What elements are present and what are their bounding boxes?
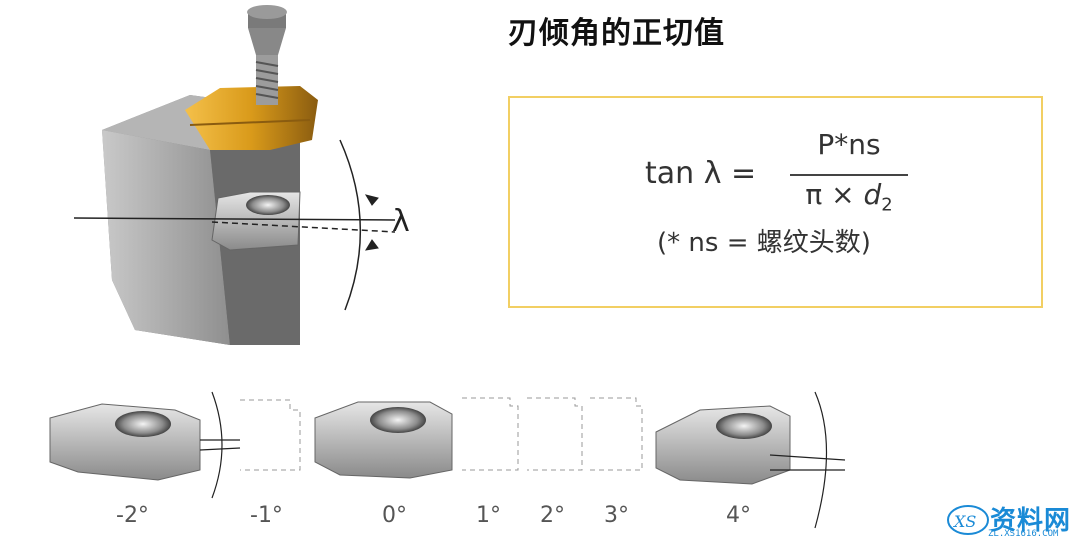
gold-clamp — [185, 86, 318, 150]
formula-box — [508, 96, 1043, 308]
insert-row — [49, 391, 846, 529]
insert-minus-1 — [240, 399, 301, 471]
lambda-label: λ — [392, 204, 410, 239]
angle-label-minus-2: -2° — [116, 503, 149, 528]
denominator-var: d — [863, 178, 882, 211]
denominator-prefix: π × — [805, 178, 864, 211]
insert-minus-2 — [49, 403, 201, 481]
angle-label-minus-1: -1° — [250, 503, 283, 528]
insert-ghosts — [462, 397, 643, 471]
insert-on-holder — [211, 191, 301, 251]
denominator-sub: 2 — [881, 194, 893, 216]
angle-label-0: 0° — [382, 503, 407, 528]
watermark-url: ZL.XS1616.COM — [988, 529, 1059, 539]
formula-note: (* ns = 螺纹头数) — [657, 228, 871, 258]
angle-markers — [199, 391, 846, 529]
insert-plus-4 — [655, 405, 791, 485]
clamp-screw — [247, 5, 287, 105]
angle-label-2: 2° — [540, 503, 565, 528]
fraction-bar — [790, 174, 908, 176]
formula-lhs: tan λ = — [645, 156, 757, 191]
angle-label-1: 1° — [476, 503, 501, 528]
formula-numerator: P*ns — [817, 128, 881, 161]
angle-label-3: 3° — [604, 503, 629, 528]
formula-denominator: π × d2 — [790, 178, 908, 216]
angle-label-4: 4° — [726, 503, 751, 528]
lambda-reference — [73, 139, 396, 311]
page-title: 刃倾角的正切值 — [508, 16, 725, 51]
insert-0 — [314, 401, 453, 479]
watermark-text: 资料网 — [990, 506, 1072, 536]
